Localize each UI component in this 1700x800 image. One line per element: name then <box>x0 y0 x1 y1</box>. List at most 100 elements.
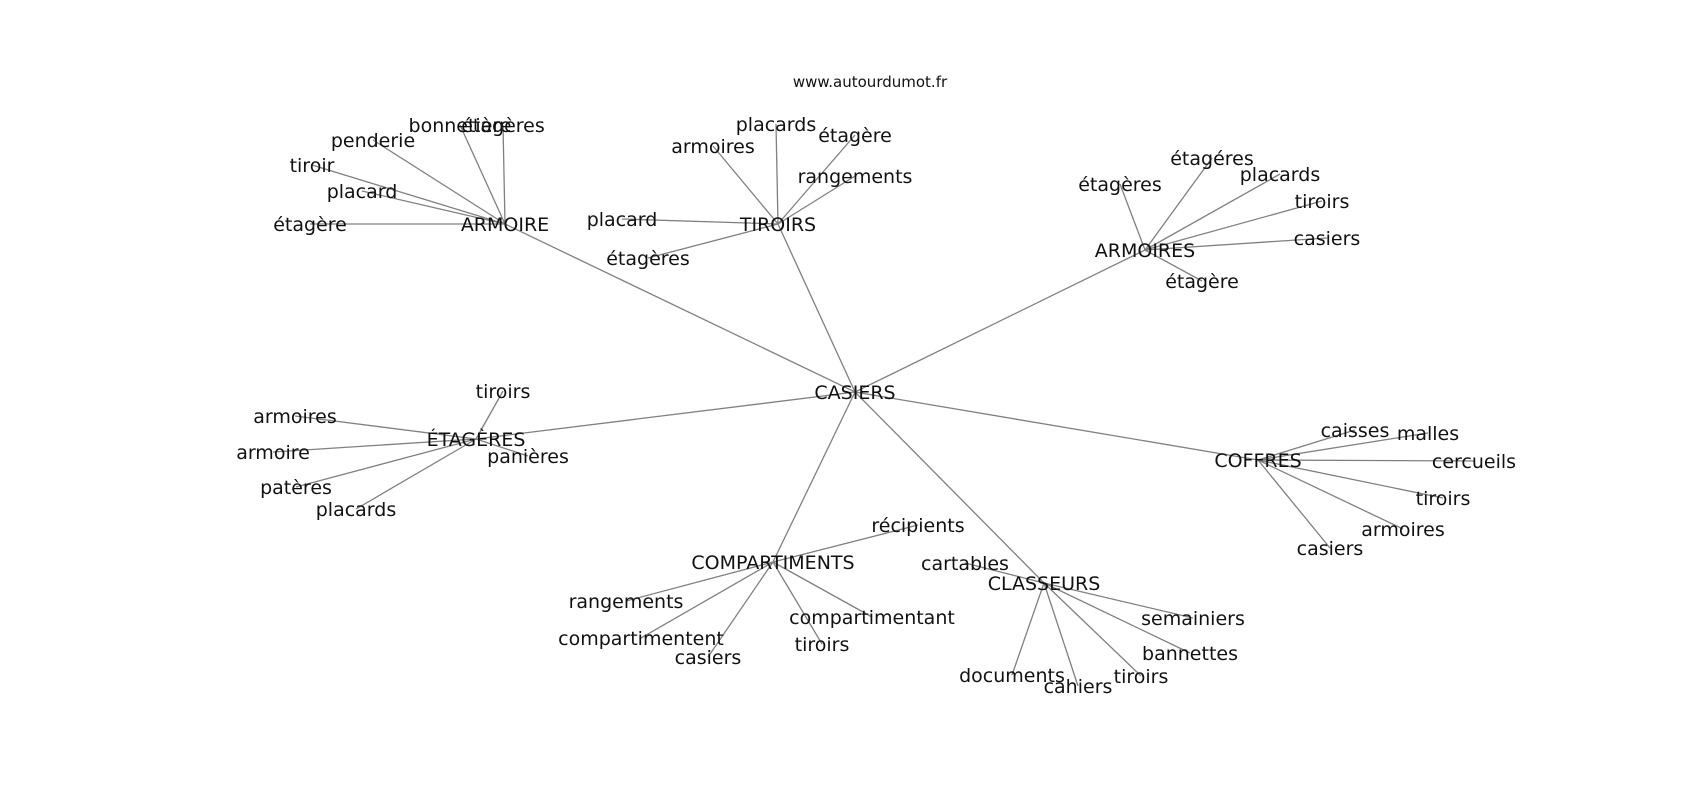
edge-etageres-2 <box>272 438 477 453</box>
node-leaf-classeurs-0: cartables <box>921 553 1009 575</box>
edge-armoires-4 <box>1144 237 1328 251</box>
node-leaf-etageres-4: patères <box>260 477 332 499</box>
edge-tiroirs-2 <box>777 134 856 225</box>
edge-casiers-etageres <box>475 391 856 440</box>
edge-etageres-1 <box>294 415 477 440</box>
node-hub-classeurs: CLASSEURS <box>988 573 1101 595</box>
node-leaf-classeurs-4: cahiers <box>1044 676 1113 698</box>
edge-casiers-tiroirs <box>777 223 856 393</box>
node-leaf-armoires-2: placards <box>1240 164 1321 186</box>
edge-etageres-3 <box>475 438 529 457</box>
edge-classeurs-5 <box>1043 582 1142 677</box>
edge-classeurs-1 <box>1043 582 1194 619</box>
edge-armoire-2 <box>372 139 506 225</box>
node-leaf-compartiments-2: compartimentant <box>789 607 955 629</box>
edge-coffres-5 <box>1257 459 1331 549</box>
node-leaf-coffres-3: tiroirs <box>1416 488 1471 510</box>
edge-coffres-4 <box>1257 459 1404 530</box>
edge-tiroirs-5 <box>647 223 779 259</box>
node-leaf-armoires-4: casiers <box>1294 228 1361 250</box>
edge-casiers-armoires <box>854 249 1146 393</box>
edge-armoires-1 <box>1119 183 1146 251</box>
edge-casiers-compartiments <box>772 391 856 563</box>
node-leaf-armoire-4: placard <box>327 181 398 203</box>
edge-coffres-0 <box>1257 429 1356 461</box>
edge-tiroirs-4 <box>621 218 779 225</box>
node-center-casiers: CASIERS <box>814 382 895 404</box>
node-leaf-etageres-3: panières <box>487 446 569 468</box>
node-hub-armoire: ARMOIRE <box>461 214 549 236</box>
node-leaf-armoires-3: tiroirs <box>1295 191 1350 213</box>
edge-coffres-3 <box>1257 459 1444 499</box>
node-leaf-tiroirs-4: placard <box>587 209 658 231</box>
node-leaf-tiroirs-1: armoires <box>671 136 755 158</box>
edge-compartiments-5 <box>772 561 823 645</box>
node-leaf-classeurs-1: semainiers <box>1141 608 1245 630</box>
node-leaf-etageres-2: armoire <box>236 442 310 464</box>
node-leaf-tiroirs-2: étagère <box>818 125 892 147</box>
node-leaf-etageres-0: tiroirs <box>476 381 531 403</box>
edge-compartiments-0 <box>772 524 919 563</box>
node-leaf-etageres-5: placards <box>316 499 397 521</box>
node-leaf-coffres-0: caisses <box>1321 420 1390 442</box>
node-leaf-armoire-3: tiroir <box>290 155 335 177</box>
edge-compartiments-3 <box>640 561 774 639</box>
node-leaf-coffres-2: cercueils <box>1432 451 1516 473</box>
node-leaf-compartiments-3: compartimentent <box>558 628 724 650</box>
edge-classeurs-2 <box>1043 582 1191 654</box>
node-leaf-tiroirs-5: étagères <box>606 248 690 270</box>
source-watermark: www.autourdumot.fr <box>793 73 948 91</box>
node-leaf-compartiments-5: tiroirs <box>795 634 850 656</box>
node-leaf-etageres-1: armoires <box>253 406 337 428</box>
edge-compartiments-1 <box>625 561 774 602</box>
edge-casiers-coffres <box>854 391 1259 461</box>
edge-tiroirs-0 <box>775 123 779 225</box>
edges-layer <box>272 123 1475 687</box>
edge-armoire-1 <box>502 124 506 225</box>
node-leaf-armoires-1: étagères <box>1078 174 1162 196</box>
edge-casiers-armoire <box>504 223 856 393</box>
node-leaf-coffres-1: malles <box>1397 423 1459 445</box>
edge-classeurs-4 <box>1043 582 1079 687</box>
node-leaf-coffres-4: armoires <box>1361 519 1445 541</box>
edge-armoire-3 <box>311 164 506 225</box>
edge-classeurs-3 <box>1011 582 1045 676</box>
node-leaf-tiroirs-0: placards <box>736 114 817 136</box>
node-leaf-compartiments-0: récipients <box>871 515 964 537</box>
node-leaf-armoires-0: étagéres <box>1170 148 1254 170</box>
edge-armoire-0 <box>459 124 506 225</box>
nodes-layer: CASIERSARMOIREbonnetièreétagèrespenderie… <box>236 114 1516 698</box>
node-leaf-armoire-1: étagères <box>461 115 545 137</box>
node-leaf-armoire-0: bonnetière <box>409 115 512 137</box>
edge-coffres-2 <box>1257 459 1475 462</box>
node-leaf-compartiments-1: rangements <box>569 591 684 613</box>
node-hub-tiroirs: TIROIRS <box>739 214 816 236</box>
edge-tiroirs-1 <box>712 145 779 225</box>
edge-casiers-classeurs <box>854 391 1045 584</box>
edge-compartiments-2 <box>772 561 873 618</box>
edge-armoires-5 <box>1144 249 1203 282</box>
edge-etageres-0 <box>475 390 504 440</box>
node-leaf-coffres-5: casiers <box>1297 538 1364 560</box>
edge-armoire-4 <box>361 190 506 225</box>
edge-classeurs-0 <box>964 562 1045 584</box>
node-leaf-armoires-5: étagère <box>1165 271 1239 293</box>
node-hub-compartiments: COMPARTIMENTS <box>691 552 854 574</box>
edge-etageres-4 <box>295 438 477 488</box>
node-leaf-armoire-5: étagère <box>273 214 347 236</box>
edge-armoires-3 <box>1144 200 1323 251</box>
node-leaf-classeurs-5: tiroirs <box>1114 666 1169 688</box>
node-leaf-tiroirs-3: rangements <box>798 166 913 188</box>
edge-etageres-5 <box>355 438 477 510</box>
edge-armoires-2 <box>1144 173 1281 251</box>
edge-tiroirs-3 <box>777 175 856 225</box>
edge-coffres-1 <box>1257 432 1429 461</box>
edge-armoires-0 <box>1144 157 1213 251</box>
edge-compartiments-4 <box>707 561 774 658</box>
node-hub-armoires: ARMOIRES <box>1095 240 1195 262</box>
node-hub-coffres: COFFRES <box>1214 450 1301 472</box>
node-leaf-classeurs-2: bannettes <box>1142 643 1238 665</box>
node-leaf-compartiments-4: casiers <box>675 647 742 669</box>
node-hub-etageres: ÉTAGÈRES <box>427 428 526 451</box>
